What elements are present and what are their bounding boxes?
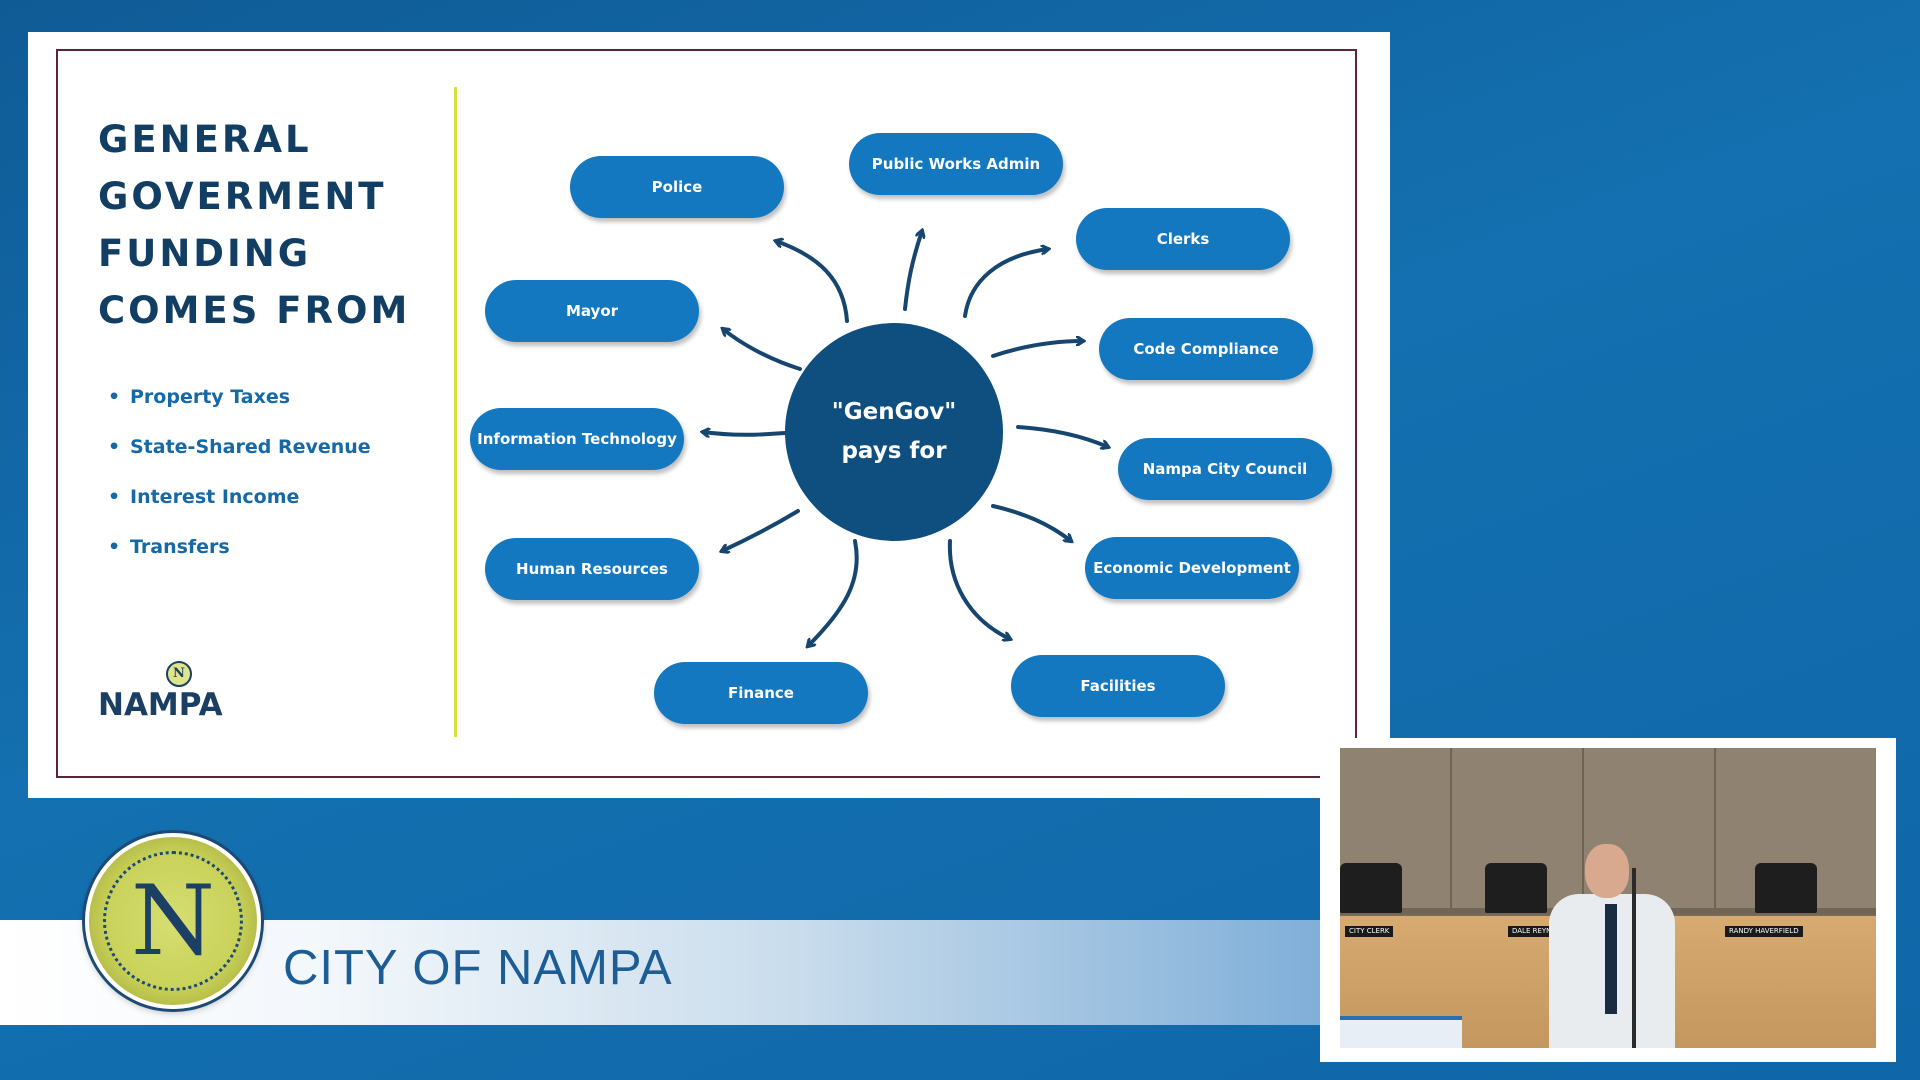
funding-source-item: • Interest Income: [108, 486, 371, 536]
diagram-arrows: [58, 51, 1357, 778]
hub-line-1: "GenGov": [831, 399, 957, 425]
bullet-icon: •: [108, 436, 121, 458]
slide-title: GENERAL GOVERMENT FUNDING COMES FROM: [98, 111, 410, 339]
seal-letter: N: [131, 865, 215, 977]
seal-ring: [103, 851, 243, 991]
city-seal-icon: N: [85, 833, 261, 1009]
chair: [1755, 863, 1817, 913]
bullet-icon: •: [108, 536, 121, 558]
chair: [1340, 863, 1402, 913]
logo-emblem-icon: N: [166, 661, 192, 687]
arrow-to-mayor: [723, 329, 802, 371]
dept-node-nampa-city-council: Nampa City Council: [1118, 438, 1332, 500]
arrow-to-police: [776, 241, 849, 323]
logo-text: NAMPA: [98, 687, 223, 723]
hub-line-2: pays for: [841, 438, 947, 464]
slide-content: GENERAL GOVERMENT FUNDING COMES FROM • Pr…: [56, 49, 1357, 778]
dept-node-facilities: Facilities: [1011, 655, 1225, 717]
dept-node-human-resources: Human Resources: [485, 538, 699, 600]
arrow-to-council: [1016, 425, 1108, 447]
funding-source-label: Transfers: [130, 536, 230, 558]
microphone-stand: [1632, 868, 1636, 1048]
nameplate: DALE REYNOLDS: [1508, 926, 1575, 937]
title-line: COMES FROM: [98, 289, 411, 332]
title-line: GENERAL: [98, 118, 312, 161]
arrow-to-public-works: [903, 231, 922, 311]
nameplate: RANDY HAVERFIELD: [1725, 926, 1803, 937]
arrow-to-it: [703, 432, 787, 435]
funding-source-item: • Transfers: [108, 536, 371, 586]
dept-node-police: Police: [570, 156, 784, 218]
dept-node-finance: Finance: [654, 662, 868, 724]
speaker-person: [1535, 844, 1695, 1048]
arrow-to-econ-dev: [991, 504, 1071, 541]
arrow-to-clerks: [963, 249, 1048, 318]
dept-node-code-compliance: Code Compliance: [1099, 318, 1313, 380]
nameplate: CITY CLERK: [1345, 926, 1394, 937]
nampa-logo: N NAMPA: [98, 661, 258, 731]
funding-source-label: State-Shared Revenue: [130, 436, 371, 458]
arrow-to-code-compliance: [991, 341, 1083, 358]
council-chamber-video: CITY CLERK DALE REYNOLDS RANDY HAVERFIEL…: [1340, 748, 1876, 1048]
live-video-frame: CITY CLERK DALE REYNOLDS RANDY HAVERFIEL…: [1320, 738, 1896, 1062]
dept-node-information-technology: Information Technology: [470, 408, 684, 470]
arrow-to-hr: [722, 509, 800, 551]
presentation-slide: GENERAL GOVERMENT FUNDING COMES FROM • Pr…: [28, 32, 1390, 798]
chair: [1485, 863, 1547, 913]
title-line: FUNDING: [98, 232, 312, 275]
vertical-divider: [454, 87, 457, 737]
funding-source-item: • Property Taxes: [108, 386, 371, 436]
gengov-hub-circle: "GenGov" pays for: [785, 323, 1003, 541]
title-line: GOVERMENT: [98, 175, 387, 218]
dept-node-clerks: Clerks: [1076, 208, 1290, 270]
funding-source-item: • State-Shared Revenue: [108, 436, 371, 486]
speaker-tie: [1605, 904, 1617, 1014]
dept-node-public-works-admin: Public Works Admin: [849, 133, 1063, 195]
funding-source-label: Property Taxes: [130, 386, 291, 408]
arrow-to-facilities: [947, 539, 1010, 639]
bullet-icon: •: [108, 486, 121, 508]
speaker-head: [1585, 844, 1629, 898]
bullet-icon: •: [108, 386, 121, 408]
arrow-to-finance: [808, 539, 859, 646]
dept-node-mayor: Mayor: [485, 280, 699, 342]
monitor-screen: [1340, 1016, 1462, 1048]
funding-sources-list: • Property Taxes • State-Shared Revenue • I…: [108, 386, 371, 586]
city-name-label: CITY OF NAMPA: [283, 941, 673, 995]
funding-source-label: Interest Income: [130, 486, 300, 508]
dept-node-economic-development: Economic Development: [1085, 537, 1299, 599]
